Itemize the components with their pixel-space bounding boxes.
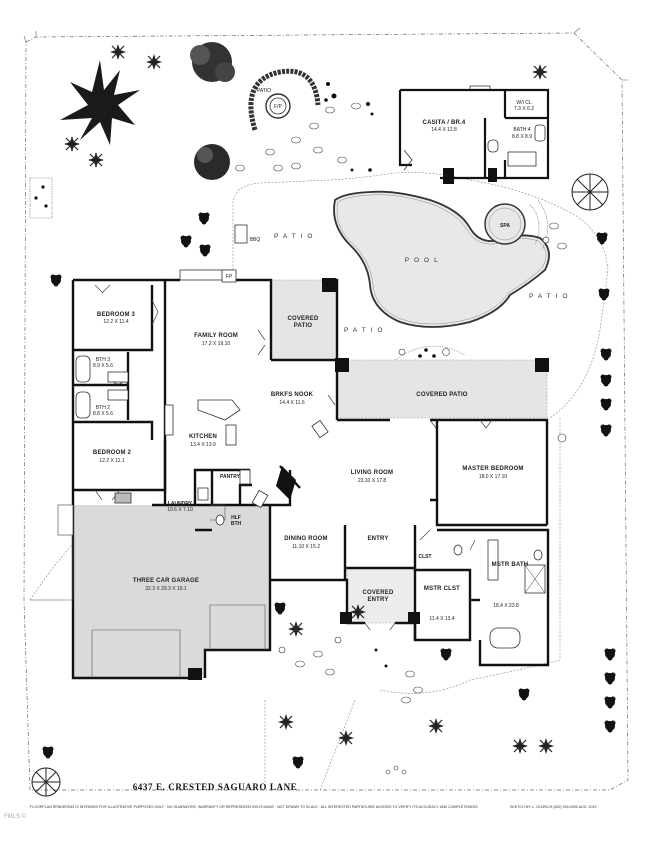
label-wicl: W/I CL	[516, 100, 531, 106]
label-kitchen: KITCHEN	[189, 434, 217, 440]
garage-floor	[73, 505, 270, 678]
label-bedroom3: BEDROOM 3	[97, 312, 136, 318]
dims-kitchen: 13.4 X 13.9	[190, 442, 216, 448]
label-patio-left: P A T I O	[274, 233, 314, 240]
dims-laundry: 10.6 X 7.10	[167, 507, 193, 513]
label-bath3: BTH 3	[96, 357, 110, 363]
fixtures	[75, 224, 546, 649]
covered-patio-rear	[336, 359, 548, 419]
label-covered-patio-1: COVERED	[287, 316, 319, 322]
firepit	[248, 68, 321, 131]
label-patio-mid: P A T I O	[344, 327, 384, 334]
dims-garage: 32.3 X 29.3 X 19.1	[145, 586, 187, 592]
dims-bath4: 8.8 X 8.9	[512, 134, 532, 140]
label-laundry: LAUNDRY	[168, 501, 193, 507]
property-line	[23, 32, 629, 791]
label-bath2: BTH 2	[96, 405, 110, 411]
label-pool: P O O L	[405, 257, 440, 264]
label-fireplace: FP	[226, 274, 233, 280]
label-bbq: BBQ	[250, 237, 261, 243]
label-covered-patio-1b: PATIO	[294, 323, 313, 329]
label-mstr-clst: MSTR CLST	[424, 586, 460, 592]
dims-mstr-clst: 11.4 X 13.4	[429, 616, 454, 622]
dims-living: 23.10 X 17.8	[358, 478, 387, 484]
label-bedroom2: BEDROOM 2	[93, 450, 132, 456]
dims-bath2: 8.8 X 5.6	[93, 411, 113, 417]
label-firepit: F/P	[274, 104, 282, 110]
tree-large-top	[190, 42, 235, 82]
dims-casita: 14.4 X 12.8	[431, 127, 457, 133]
columns	[188, 278, 549, 680]
garage-doors	[91, 604, 266, 678]
label-dining: DINING ROOM	[284, 536, 328, 542]
label-covered-entry-b: ENTRY	[367, 597, 388, 603]
dims-dining: 11.10 X 15.2	[292, 544, 320, 550]
label-master: MASTER BEDROOM	[462, 466, 523, 472]
dims-bedroom2: 12.2 X 11.1	[99, 458, 124, 464]
outdoor-labels: P O O L SPA PATIO P A T I O P A T I O P …	[226, 88, 569, 334]
dims-bedroom3: 12.2 X 11.4	[103, 319, 128, 325]
dims-bath3: 8.9 X 5.6	[93, 363, 113, 369]
tree-outline-right	[571, 173, 609, 211]
label-bath4: BATH 4	[513, 127, 530, 133]
dims-family: 17.2 X 19.10	[202, 341, 231, 347]
label-patio-right: P A T I O	[529, 293, 569, 300]
label-entry: ENTRY	[367, 536, 388, 542]
sketch-credit: SKETCH BY: L. OLDRICH (602) 000-0000 AUG…	[510, 805, 597, 809]
label-patio-top: PATIO	[257, 88, 271, 94]
dims-mstr-bath: 18.4 X 23.8	[493, 603, 519, 609]
label-pantry: PANTRY	[220, 474, 241, 480]
dims-nook: 14.4 X 11.6	[279, 400, 304, 406]
label-clst: CLST	[418, 554, 431, 560]
label-covered-entry: COVERED	[362, 590, 394, 596]
spa	[484, 203, 526, 245]
covered-patio-left	[270, 279, 338, 361]
label-family: FAMILY ROOM	[194, 333, 238, 339]
dims-master: 18.0 X 17.10	[479, 474, 508, 480]
label-spa: SPA	[500, 223, 510, 229]
label-garage: THREE CAR GARAGE	[133, 578, 199, 584]
pool	[333, 190, 550, 328]
plan-title: 6437 E. CRESTED SAGUARO LANE	[133, 782, 298, 792]
disclaimer: FLOORPLAN RENDERING IS INTENDED FOR ILLU…	[30, 805, 478, 809]
tree-large-left	[60, 60, 140, 145]
label-mstr-bath: MSTR BATH	[492, 562, 529, 568]
room-labels: CASITA / BR.4 14.4 X 12.8 W/I CL 7.3 X 6…	[93, 100, 534, 622]
label-casita: CASITA / BR.4	[423, 120, 466, 126]
label-covered-patio-2: COVERED PATIO	[416, 392, 468, 398]
watermark: FMLS ©	[4, 813, 27, 820]
tree-medium	[194, 144, 230, 180]
label-living: LIVING ROOM	[351, 470, 394, 476]
label-nook: BRKFS NOOK	[271, 392, 314, 398]
house-walls	[71, 278, 550, 680]
label-hlf: HLF	[231, 515, 241, 521]
dims-wicl: 7.3 X 6.2	[514, 106, 534, 112]
label-hlf-b: BTH	[231, 521, 242, 527]
landscaping	[29, 42, 616, 797]
tree-outline-bottom	[31, 767, 61, 797]
